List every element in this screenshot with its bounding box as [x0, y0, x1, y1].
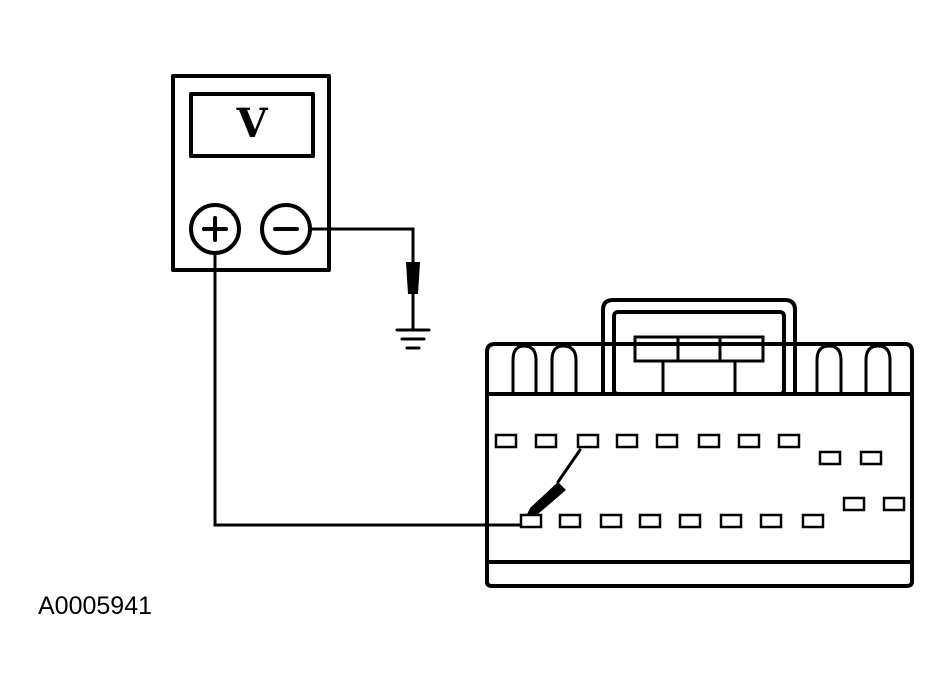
pin-cavity: [638, 513, 662, 529]
positive-lead: [213, 251, 582, 527]
pin-cavity: [759, 513, 783, 529]
negative-terminal: [260, 203, 312, 255]
pin-cavity: [519, 513, 543, 529]
connector: [485, 298, 914, 588]
pin-cavity: [719, 513, 743, 529]
pin-cavity: [534, 433, 558, 449]
ground-probe-clip: [406, 262, 420, 294]
bottom-row-pins: [519, 496, 906, 529]
negative-lead: [308, 227, 431, 350]
pin-cavity: [558, 513, 582, 529]
pin-cavity: [494, 433, 518, 449]
positive-terminal: [189, 203, 241, 255]
voltmeter: V: [171, 74, 331, 272]
top-row-pins: [494, 433, 883, 466]
pin-cavity: [576, 433, 600, 449]
pin-cavity: [655, 433, 679, 449]
pin-cavity: [737, 433, 761, 449]
figure-id: A0005941: [38, 592, 152, 620]
pin-cavity: [859, 450, 883, 466]
pin-cavity: [801, 513, 825, 529]
pin-cavity: [842, 496, 866, 512]
pin-cavity: [777, 433, 801, 449]
pin-cavity: [697, 433, 721, 449]
voltmeter-body: [171, 74, 331, 272]
pin-cavity: [818, 450, 842, 466]
pin-cavity: [678, 513, 702, 529]
pin-cavity: [882, 496, 906, 512]
voltmeter-display-symbol: V: [235, 100, 268, 147]
ground-icon: [395, 328, 431, 350]
pin-cavity: [599, 513, 623, 529]
pin-cavity: [615, 433, 639, 449]
voltmeter-display: [189, 92, 315, 158]
connector-lock-tab: [601, 298, 797, 396]
connector-body: [485, 342, 914, 588]
